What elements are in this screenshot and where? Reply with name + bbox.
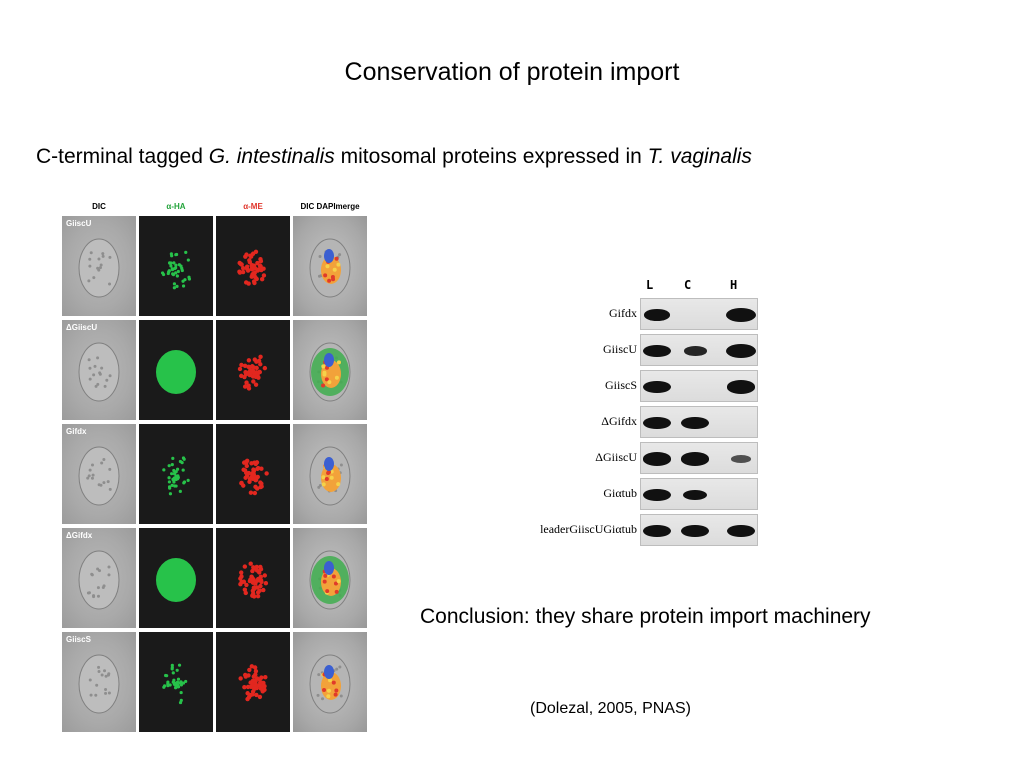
subtitle-part-3: mitosomal proteins expressed in xyxy=(334,145,648,168)
micrograph-panel-red xyxy=(216,424,290,524)
micrograph-column-header: α-HA xyxy=(166,202,186,211)
micrograph-panel-merge xyxy=(293,216,367,316)
blot-band xyxy=(644,309,670,321)
micrograph-panel-merge xyxy=(293,320,367,420)
micrograph-column-header: α-ME xyxy=(243,202,263,211)
blot-row-label: GiiscU xyxy=(603,342,637,356)
blot-strip xyxy=(640,298,758,330)
micrograph-image xyxy=(156,558,196,602)
micrograph-image xyxy=(309,550,351,610)
micrograph-image xyxy=(239,458,269,496)
blot-row-label: ΔGifdx xyxy=(601,414,637,428)
micrograph-image xyxy=(162,456,190,496)
micrograph-image xyxy=(309,446,351,506)
blot-strip xyxy=(640,406,758,438)
micrograph-row-label: GiiscU xyxy=(66,219,92,228)
micrograph-image xyxy=(78,342,120,402)
citation-text: (Dolezal, 2005, PNAS) xyxy=(530,700,691,717)
blot-band xyxy=(730,455,752,463)
slide-title: Conservation of protein import xyxy=(344,58,680,86)
blot-row-label: Gifdx xyxy=(609,306,637,320)
blot-row-label: GiiscS xyxy=(604,378,637,392)
blot-band xyxy=(727,524,755,538)
micrograph-column-header: DIC xyxy=(92,202,106,211)
blot-strip xyxy=(640,478,758,510)
blot-strip xyxy=(640,514,758,546)
blot-strip xyxy=(640,334,758,366)
blot-lane-header: C xyxy=(684,278,692,292)
micrograph-row-label: Gifdx xyxy=(66,427,87,436)
micrograph-row-label: ΔGiiscU xyxy=(66,323,98,332)
blot-band xyxy=(682,489,708,501)
micrograph-image xyxy=(78,446,120,506)
blot-band xyxy=(683,346,707,356)
micrograph-image xyxy=(309,654,351,714)
micrograph-panel-merge xyxy=(293,528,367,628)
micrograph-panel-merge xyxy=(293,632,367,732)
micrograph-column-header: DIC DAPImerge xyxy=(300,202,360,211)
subtitle-species-1: G. intestinalis xyxy=(208,145,335,168)
micrograph-image xyxy=(78,238,120,298)
micrograph-image xyxy=(162,663,188,705)
conclusion-text: Conclusion: they share protein import ma… xyxy=(420,605,871,628)
micrograph-panel-red xyxy=(216,528,290,628)
blot-band xyxy=(643,416,671,430)
micrograph-image xyxy=(160,250,192,290)
micrograph-panel-dic: Gifdx xyxy=(62,424,136,524)
blot-band xyxy=(643,380,671,394)
micrograph-image xyxy=(156,350,196,394)
micrograph-image xyxy=(237,354,268,391)
micrograph-panel-red xyxy=(216,216,290,316)
micrograph-panel-dic: ΔGiiscU xyxy=(62,320,136,420)
micrograph-panel-green xyxy=(139,424,213,524)
blot-band xyxy=(680,452,710,466)
micrograph-row-label: ΔGifdx xyxy=(66,531,93,540)
micrograph-panel-red xyxy=(216,320,290,420)
blot-band xyxy=(726,308,756,322)
blot-band xyxy=(643,344,671,358)
blot-strip xyxy=(640,370,758,402)
micrograph-panel-dic: ΔGifdx xyxy=(62,528,136,628)
micrograph-panel-green xyxy=(139,528,213,628)
micrograph-image xyxy=(237,249,267,286)
micrograph-panel-dic: GiiscS xyxy=(62,632,136,732)
micrograph-panel-green xyxy=(139,320,213,420)
micrograph-image xyxy=(78,550,120,610)
micrograph-image xyxy=(309,342,351,402)
blot-row-label: ΔGiiscU xyxy=(595,450,637,464)
micrograph-image xyxy=(78,654,120,714)
subtitle-part-1: C-terminal tagged xyxy=(36,145,209,168)
micrograph-panel-merge xyxy=(293,424,367,524)
micrograph-image xyxy=(238,561,269,599)
micrograph-image xyxy=(309,238,351,298)
micrograph-image xyxy=(238,664,268,702)
micrograph-panel-red xyxy=(216,632,290,732)
blot-row-label: Giαtub xyxy=(603,486,637,500)
blot-lane-header: L xyxy=(646,278,654,292)
blot-band xyxy=(643,488,671,502)
subtitle-species-2: T. vaginalis xyxy=(647,145,752,168)
micrograph-panel-dic: GiiscU xyxy=(62,216,136,316)
blot-band xyxy=(726,380,756,394)
blot-lane-header: H xyxy=(730,278,738,292)
blot-row-label: leaderGiiscUGiαtub xyxy=(540,522,637,536)
blot-band xyxy=(681,524,709,538)
micrograph-panel-green xyxy=(139,216,213,316)
blot-band xyxy=(726,344,756,358)
blot-band xyxy=(642,452,672,466)
blot-band xyxy=(643,524,671,538)
slide-subtitle: C-terminal tagged G. intestinalis mitoso… xyxy=(36,145,752,169)
micrograph-row-label: GiiscS xyxy=(66,635,91,644)
blot-band xyxy=(681,416,709,430)
blot-strip xyxy=(640,442,758,474)
micrograph-panel-green xyxy=(139,632,213,732)
